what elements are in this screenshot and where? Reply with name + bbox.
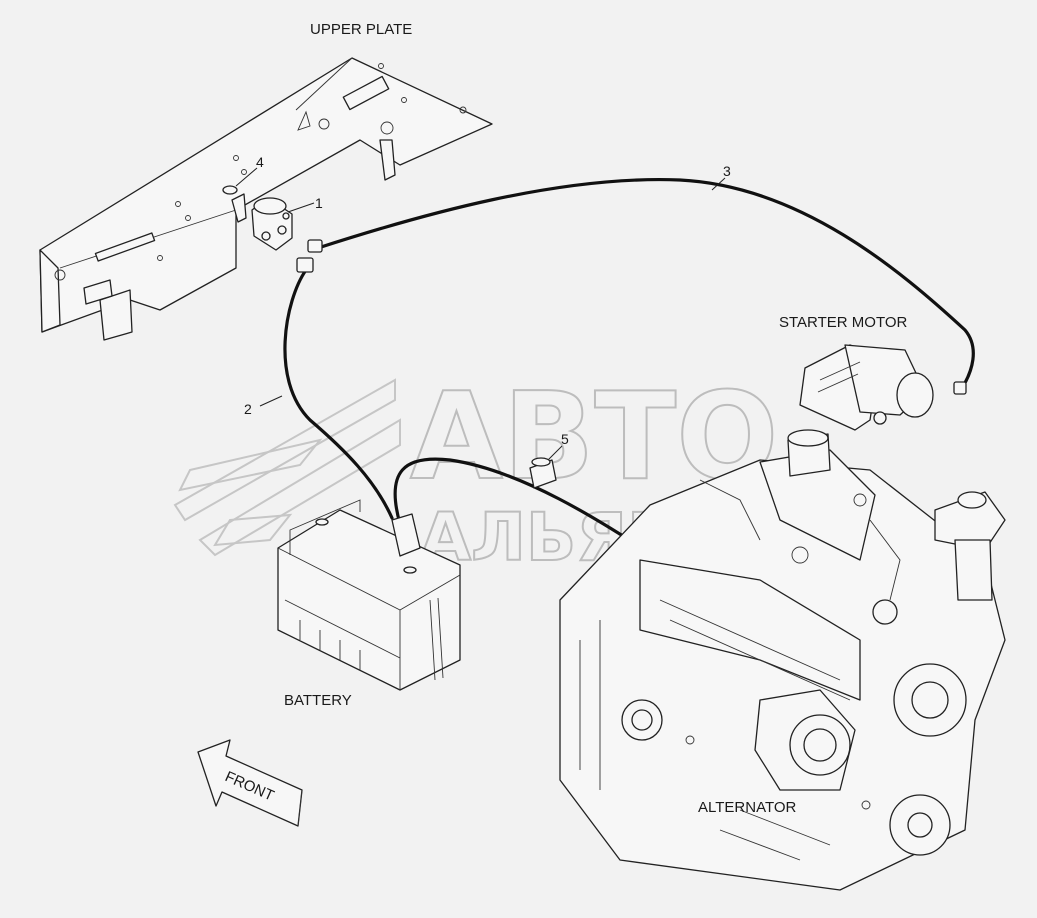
alternator-label: ALTERNATOR <box>698 799 797 816</box>
battery-label: BATTERY <box>284 692 352 709</box>
callout-2: 2 <box>244 401 252 417</box>
watermark-logo-icon <box>173 378 401 557</box>
upper-plate-label: UPPER PLATE <box>310 21 412 38</box>
cable-2 <box>283 257 394 520</box>
terminal-cap-part <box>529 457 557 489</box>
leaders <box>235 167 726 461</box>
front-arrow: FRONT <box>197 739 303 827</box>
callout-1: 1 <box>315 195 323 211</box>
callout-3: 3 <box>723 163 731 179</box>
battery-part <box>277 499 461 691</box>
disconnect-switch-part <box>251 197 293 251</box>
engine-part <box>559 429 1006 891</box>
callout-5: 5 <box>561 431 569 447</box>
starter-motor-part <box>799 344 934 431</box>
starter-motor-label: STARTER MOTOR <box>779 314 908 331</box>
clip-part <box>222 185 247 223</box>
cable-3 <box>307 177 975 395</box>
callout-4: 4 <box>256 154 264 170</box>
